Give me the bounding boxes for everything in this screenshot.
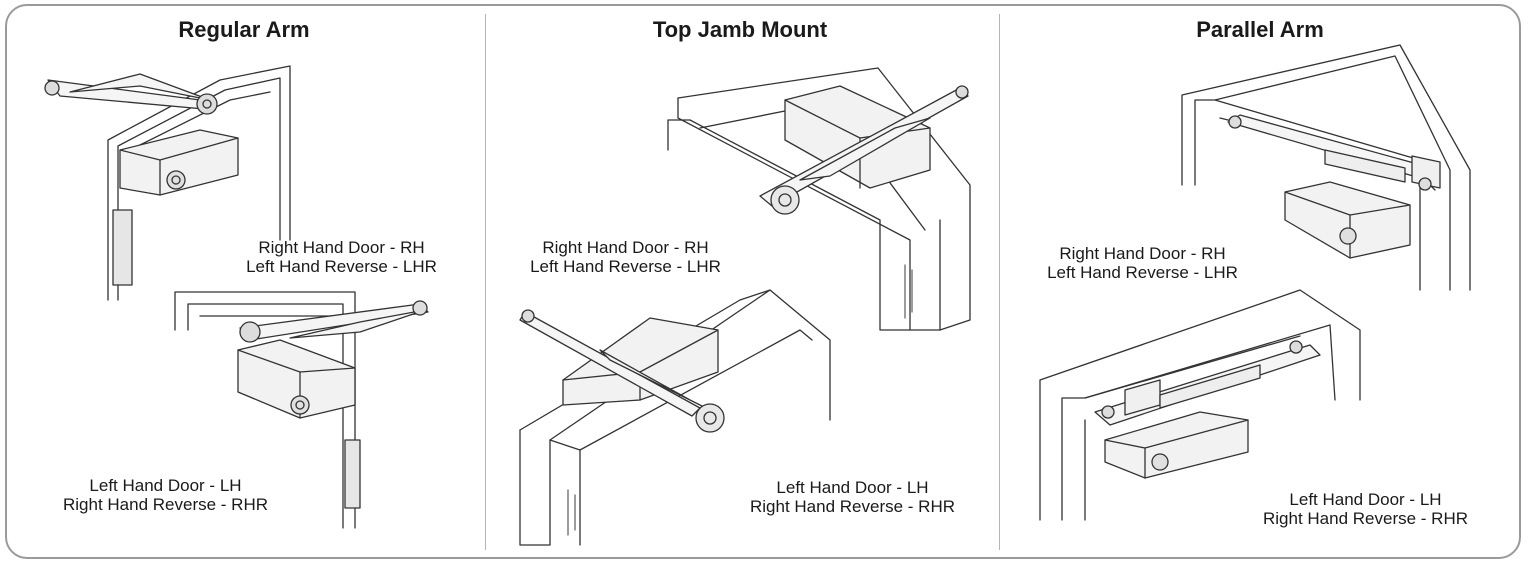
caption-parallel-arm-lh: Left Hand Door - LH Right Hand Reverse -… [1258, 490, 1473, 528]
regular-arm-lh-illustration [175, 292, 428, 528]
caption-parallel-arm-rh: Right Hand Door - RH Left Hand Reverse -… [1045, 244, 1240, 282]
panel-title-top-jamb-mount: Top Jamb Mount [652, 17, 828, 42]
regular-arm-rh-illustration [45, 66, 290, 300]
caption-top-jamb-lh: Left Hand Door - LH Right Hand Reverse -… [745, 478, 960, 516]
caption-top-jamb-rh: Right Hand Door - RH Left Hand Reverse -… [528, 238, 723, 276]
caption-regular-arm-lh: Left Hand Door - LH Right Hand Reverse -… [58, 476, 273, 514]
caption-line: Left Hand Reverse - LHR [1047, 263, 1238, 282]
caption-line: Left Hand Reverse - LHR [530, 257, 721, 276]
parallel-arm-rh-illustration [1182, 45, 1470, 290]
caption-line: Left Hand Door - LH [776, 478, 929, 497]
caption-line: Right Hand Door - RH [542, 238, 709, 257]
caption-line: Right Hand Reverse - RHR [749, 497, 955, 516]
top-jamb-lh-illustration [520, 290, 830, 545]
outer-frame [5, 4, 1521, 559]
panel-title-regular-arm: Regular Arm [178, 17, 310, 42]
caption-line: Right Hand Reverse - RHR [1262, 509, 1468, 528]
caption-line: Right Hand Door - RH [258, 238, 425, 257]
parallel-arm-lh-illustration [1040, 290, 1360, 520]
caption-line: Right Hand Door - RH [1059, 244, 1226, 263]
caption-line: Left Hand Reverse - LHR [246, 257, 437, 276]
caption-regular-arm-rh: Right Hand Door - RH Left Hand Reverse -… [244, 238, 439, 276]
caption-line: Left Hand Door - LH [89, 476, 242, 495]
panel-divider-2 [999, 14, 1000, 550]
caption-line: Left Hand Door - LH [1289, 490, 1442, 509]
top-jamb-rh-illustration [668, 68, 970, 330]
panel-title-parallel-arm: Parallel Arm [1196, 17, 1324, 42]
panel-divider-1 [485, 14, 486, 550]
caption-line: Right Hand Reverse - RHR [62, 495, 268, 514]
